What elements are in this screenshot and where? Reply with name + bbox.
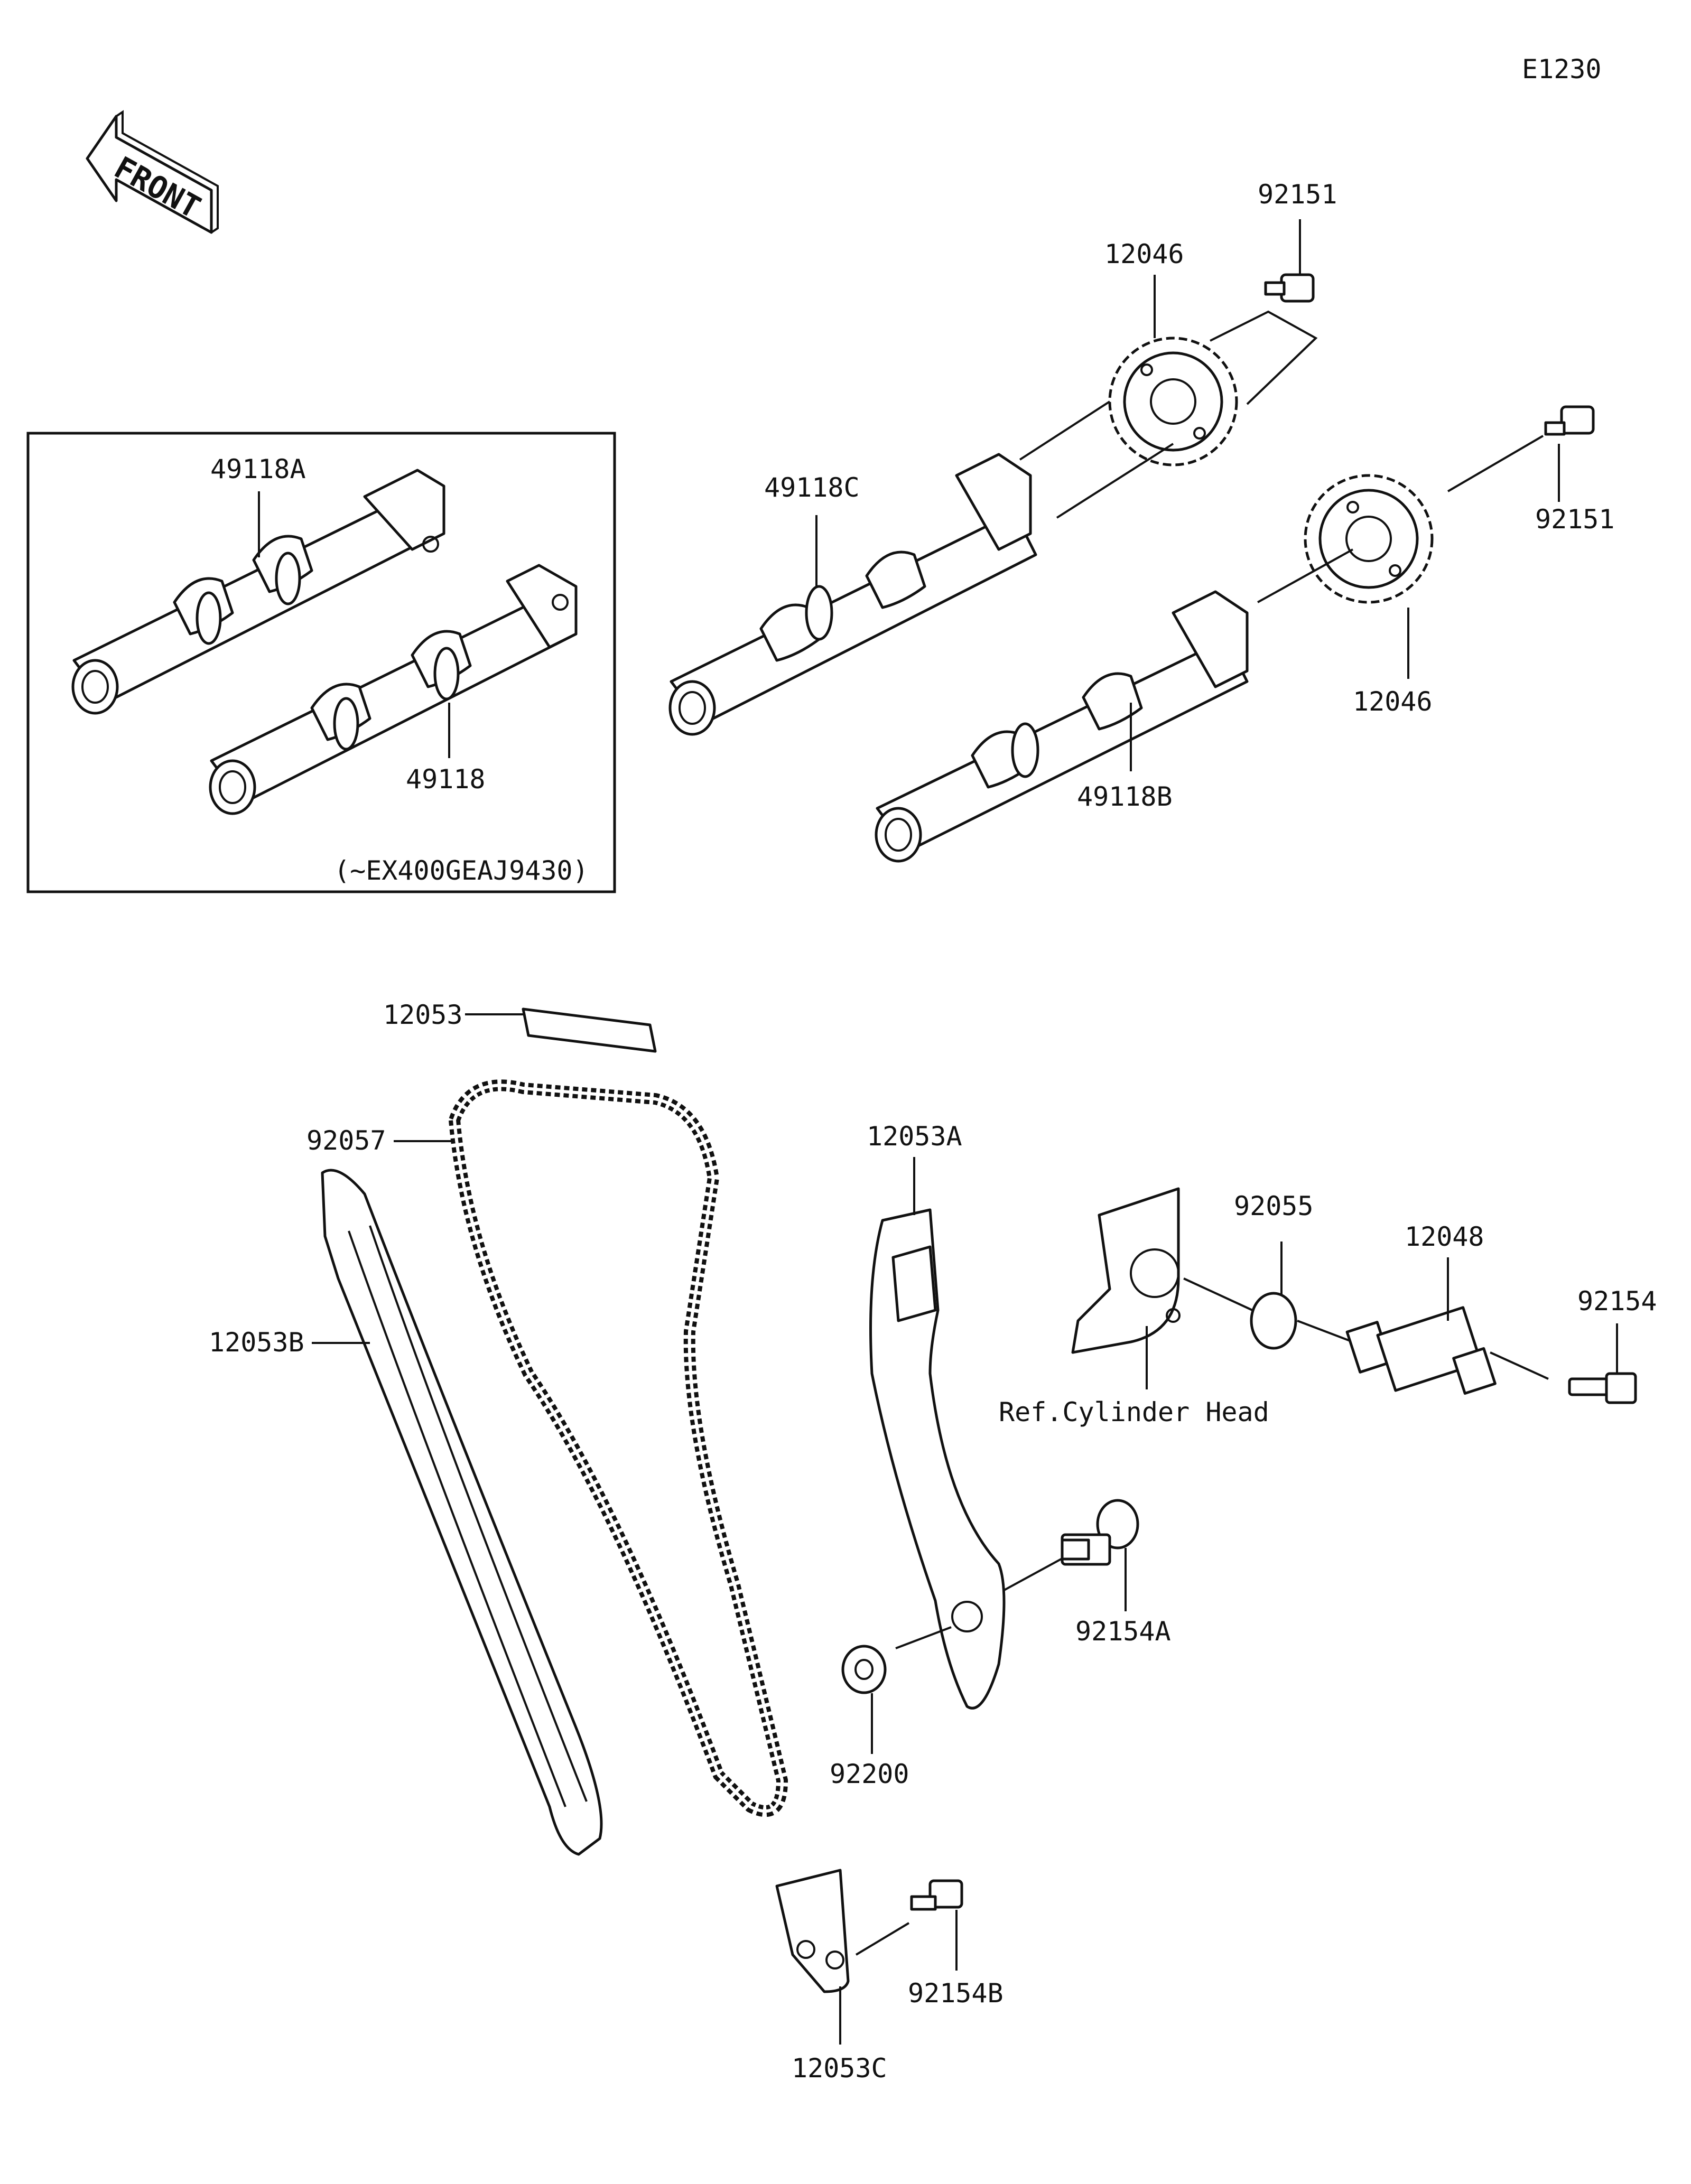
label-92154A: 92154A [1075,1616,1171,1647]
cam-chain-92057 [448,1079,788,1817]
bolt-92154A [1061,1499,1139,1566]
label-12046-top: 12046 [1104,239,1184,269]
diagram-code: E1230 [1522,54,1602,85]
label-92200: 92200 [830,1759,909,1789]
cylinder-head-ref [1071,1187,1181,1354]
sprocket-12046-bottom [1304,474,1434,604]
label-49118: 49118 [406,764,486,795]
label-92151-top: 92151 [1258,179,1337,210]
label-12053A: 12053A [867,1121,962,1152]
label-92154B: 92154B [908,1978,1004,2009]
label-92055: 92055 [1234,1191,1314,1221]
label-92057: 92057 [306,1125,386,1156]
tensioner-guide-12053A [869,1208,1006,1710]
label-12048: 12048 [1405,1221,1484,1252]
bolt-92151-top [1264,273,1315,303]
label-12053B: 12053B [209,1327,304,1358]
label-92151-right: 92151 [1535,504,1615,535]
tensioner-12048 [1345,1306,1497,1395]
label-92154: 92154 [1577,1286,1657,1317]
camshaft-49118B [875,590,1249,863]
camshaft-49118C [668,453,1037,736]
label-49118A: 49118A [210,454,306,484]
bolt-92151-right [1544,405,1595,436]
camshaft-49118 [209,564,578,815]
inset-box [26,432,616,893]
chain-guide-12053B [321,1169,603,1856]
bolt-92154B [910,1879,963,1911]
sprocket-12046-top [1108,337,1238,466]
guide-12053 [522,1007,657,1053]
inset-note: (~EX400GEAJ9430) [334,855,589,886]
label-12053: 12053 [383,1000,463,1030]
washer-92200 [841,1645,887,1694]
label-12053C: 12053C [792,2053,887,2084]
label-12046-bottom: 12046 [1353,686,1433,717]
ref-note: Ref.Cylinder Head [999,1397,1269,1427]
bolt-92154 [1568,1372,1637,1404]
o-ring-92055 [1250,1292,1297,1350]
label-49118B: 49118B [1077,781,1173,812]
front-arrow-icon: FRONT [86,110,219,234]
camshaft-49118A [71,469,445,715]
label-49118C: 49118C [764,472,860,503]
bracket-12053C [775,1869,850,1993]
